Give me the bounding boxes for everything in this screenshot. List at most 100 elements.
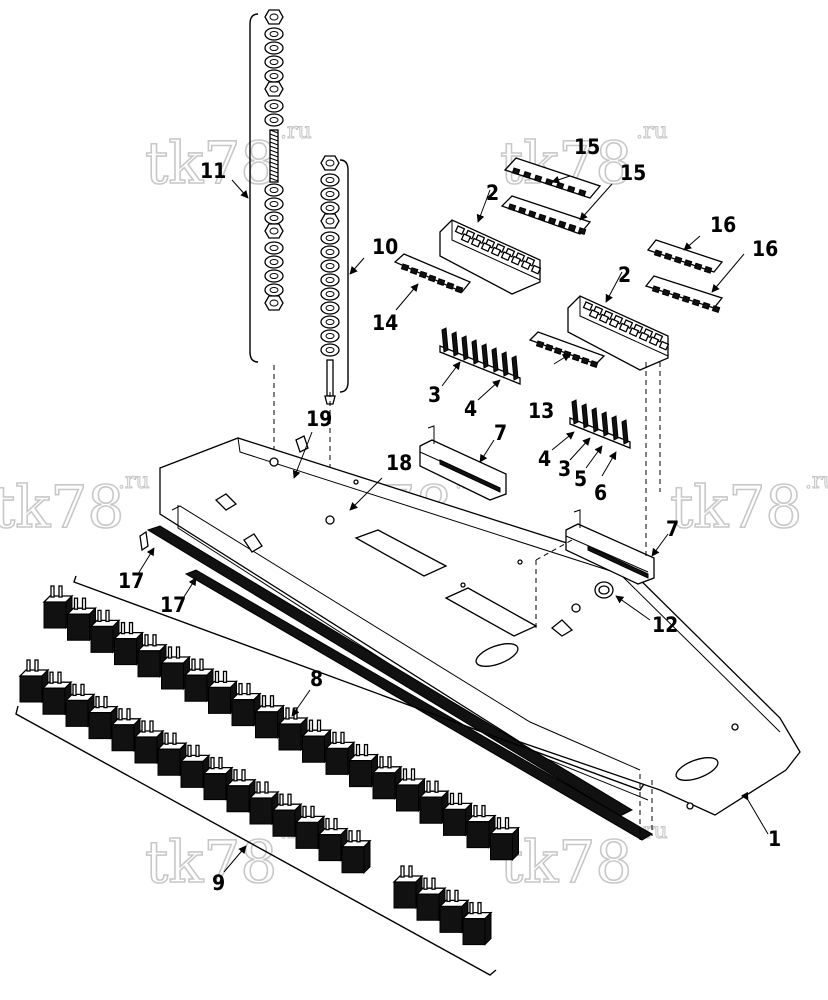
label-cell bbox=[555, 181, 565, 190]
relay-body bbox=[490, 833, 513, 861]
grommet-12 bbox=[594, 581, 614, 599]
washer bbox=[320, 301, 340, 315]
callout-1: 1 bbox=[768, 827, 781, 851]
relay-pin bbox=[187, 744, 192, 758]
label-cell bbox=[566, 185, 576, 194]
comb-base bbox=[439, 345, 521, 385]
label-cell bbox=[400, 263, 410, 272]
label-cell bbox=[571, 353, 581, 362]
nut bbox=[264, 295, 284, 311]
callout-12: 12 bbox=[652, 613, 678, 637]
thread bbox=[269, 169, 279, 174]
relay-side bbox=[363, 839, 371, 875]
relay-pin bbox=[120, 621, 126, 635]
washer bbox=[264, 27, 284, 41]
label-cell bbox=[547, 216, 557, 225]
relay-body bbox=[372, 772, 396, 800]
pin-cell bbox=[530, 264, 542, 275]
relay-pin bbox=[261, 695, 267, 708]
relay-body bbox=[396, 784, 419, 812]
relay-body bbox=[67, 613, 90, 641]
label-cell bbox=[653, 249, 663, 258]
relay-pin bbox=[256, 781, 261, 794]
label-cell bbox=[673, 255, 683, 264]
relay-pin bbox=[222, 670, 228, 684]
svg-text:.ru: .ru bbox=[805, 469, 828, 494]
relay-pin bbox=[363, 743, 369, 757]
washer bbox=[264, 283, 284, 297]
washer bbox=[320, 259, 340, 273]
nut-hole bbox=[325, 159, 335, 167]
pin-cell bbox=[490, 246, 502, 257]
comb-tooth bbox=[621, 419, 629, 445]
label-strip-16a bbox=[646, 239, 724, 274]
label-cell bbox=[507, 203, 517, 212]
relay-body bbox=[88, 712, 112, 740]
washer bbox=[264, 99, 284, 113]
label-cell bbox=[681, 295, 691, 304]
comb-tooth bbox=[461, 335, 469, 361]
bracket-9 bbox=[15, 705, 497, 976]
bolt-shank bbox=[326, 359, 334, 397]
label-strip-16b bbox=[644, 275, 724, 314]
relay-pin bbox=[379, 756, 384, 769]
relay-body bbox=[90, 625, 114, 653]
label-cell bbox=[544, 343, 554, 352]
callout-16b: 16 bbox=[752, 237, 778, 261]
relay-body bbox=[439, 905, 463, 933]
relay-body bbox=[137, 650, 161, 678]
nut-hole bbox=[269, 227, 279, 235]
label-cell bbox=[557, 220, 567, 229]
nut bbox=[320, 213, 340, 229]
socket-frame-7a bbox=[419, 425, 507, 501]
watermark-7: tk78 .ru bbox=[499, 818, 668, 896]
comb-tooth bbox=[441, 327, 449, 353]
watermark-3: tk78 .ru bbox=[0, 468, 150, 541]
comb-tooth bbox=[511, 355, 519, 381]
relay-pin bbox=[199, 658, 204, 671]
washer-hole bbox=[269, 31, 279, 37]
relay-pin bbox=[387, 756, 392, 769]
comb-tooth bbox=[601, 411, 609, 437]
comb-base bbox=[569, 417, 631, 449]
relay-pin bbox=[105, 609, 110, 623]
relay-body bbox=[184, 674, 208, 702]
callouts: 1 2 2 3 4 4 3 5 6 7 7 8 9 10 11 12 13 14… bbox=[118, 135, 781, 895]
pin-cell bbox=[480, 242, 492, 253]
callout-2b: 2 bbox=[618, 263, 631, 287]
label-cell bbox=[661, 288, 671, 297]
relay-pin bbox=[325, 817, 330, 831]
relay-body bbox=[226, 785, 250, 813]
relay-body bbox=[318, 834, 342, 862]
comb-tooth bbox=[491, 347, 499, 373]
relay-pin bbox=[340, 731, 345, 745]
thread bbox=[269, 137, 279, 142]
relay-pin bbox=[58, 585, 63, 598]
pin-cell bbox=[510, 255, 522, 266]
relay-pin bbox=[238, 682, 243, 696]
label-cell bbox=[418, 270, 428, 279]
hardware-stack-11 bbox=[264, 9, 284, 311]
comb-tooth bbox=[581, 403, 589, 429]
relay-pin bbox=[172, 732, 177, 745]
callout-15a: 15 bbox=[574, 135, 600, 159]
washer-hole bbox=[325, 319, 335, 325]
edge-terminal-strip bbox=[139, 525, 653, 841]
thread bbox=[269, 161, 279, 166]
relay-body bbox=[249, 797, 273, 825]
relay-pin bbox=[241, 769, 246, 782]
label-cell bbox=[671, 291, 681, 300]
svg-text:tk78: tk78 bbox=[0, 473, 124, 541]
alignment-lines bbox=[535, 362, 661, 840]
label-cell bbox=[553, 346, 563, 355]
relay-pin bbox=[152, 634, 157, 647]
washer-hole bbox=[269, 117, 279, 123]
pin-cell bbox=[608, 318, 620, 329]
socket-frame-7b bbox=[565, 509, 655, 585]
thread bbox=[269, 149, 279, 154]
relay-pin bbox=[73, 597, 79, 610]
svg-text:tk78: tk78 bbox=[145, 129, 277, 197]
relay-side bbox=[484, 911, 492, 946]
relay-pin bbox=[57, 671, 62, 684]
relay-pin bbox=[332, 731, 337, 745]
